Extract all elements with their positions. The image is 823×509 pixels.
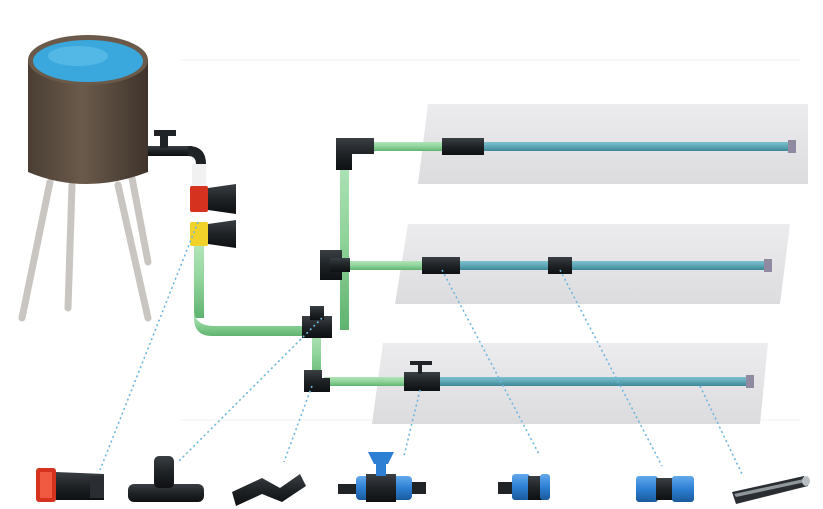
connector-middle: [422, 257, 460, 274]
leader-valve: [403, 389, 421, 457]
riser-pipe: [340, 150, 349, 330]
leader-elbow: [283, 385, 313, 463]
sub-riser-pipe: [312, 330, 321, 380]
supply-pipes: [194, 142, 446, 386]
joiner-middle: [548, 257, 572, 274]
system-elbow-top: [336, 138, 374, 170]
drip-line-middle: [460, 261, 768, 270]
drip-line-bottom: [440, 377, 750, 386]
tank-faucet: [148, 130, 206, 186]
leader-drip-tape: [699, 385, 743, 475]
system-filter: [190, 184, 236, 248]
connector-top: [442, 138, 484, 155]
feeder-pipe-top: [366, 142, 446, 151]
coupler-icon: [498, 474, 550, 500]
filter-yellow-body: [190, 222, 208, 246]
tank-body: [28, 60, 148, 184]
leader-joiner: [559, 269, 663, 467]
drip-tape-icon: [732, 476, 810, 504]
valve-icon: [338, 452, 426, 502]
elbow-connector-icon: [232, 474, 306, 506]
system-tee-middle: [320, 250, 350, 280]
system-tee-lower: [302, 306, 332, 338]
drip-line-end-caps: [746, 140, 796, 388]
drip-lines: [440, 142, 792, 386]
main-pipe-down: [194, 246, 204, 318]
leader-tee: [177, 317, 323, 463]
system-connectors: [422, 138, 572, 274]
tank-legs: [18, 174, 152, 322]
water-tank: [18, 35, 152, 322]
leader-coupler: [441, 269, 541, 457]
feeder-pipe-middle: [346, 261, 428, 270]
tee-connector-icon: [128, 456, 204, 502]
main-pipe-bend: [194, 312, 306, 336]
feeder-pipe-bottom: [324, 377, 408, 386]
joiner-icon: [636, 476, 694, 502]
filter-icon: [36, 468, 104, 502]
system-valve: [404, 361, 440, 391]
system-elbow-bottom: [304, 370, 330, 392]
drip-line-top: [480, 142, 792, 151]
leader-lines: [99, 221, 743, 475]
filter-red-body: [190, 186, 208, 212]
